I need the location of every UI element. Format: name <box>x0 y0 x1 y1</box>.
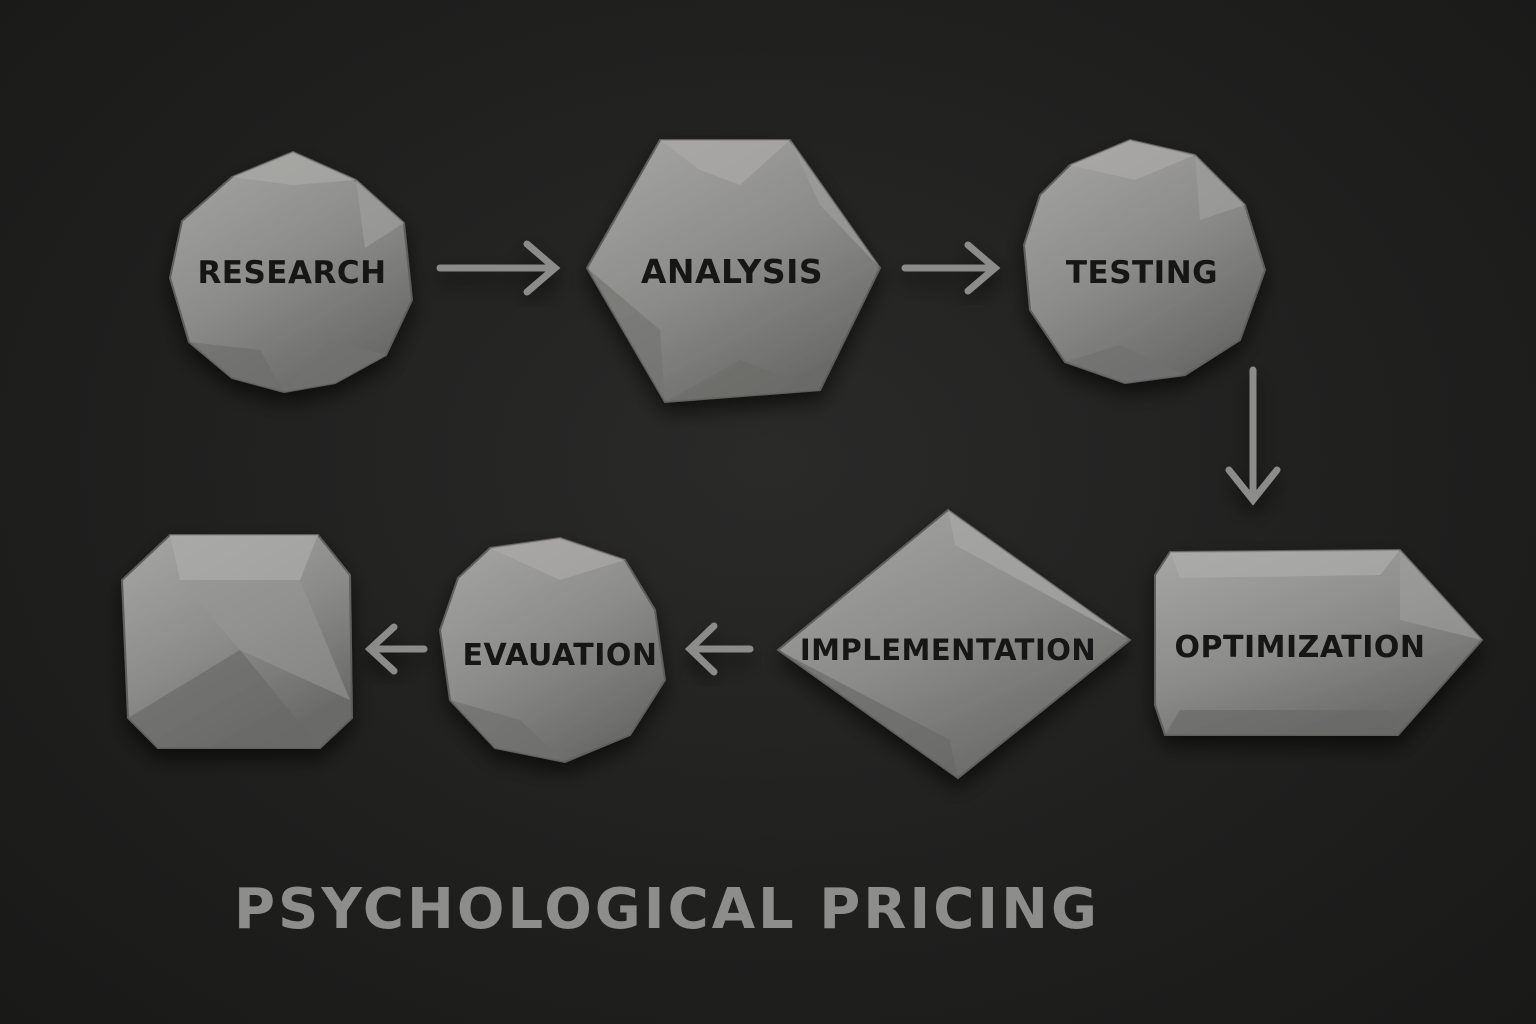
node-label-research: RESEARCH <box>197 255 386 291</box>
node-label-implementation: IMPLEMENTATION <box>800 633 1096 667</box>
node-label-evaluation: EVAUATION <box>462 638 657 673</box>
arrow-evaluation-to-final <box>364 623 428 675</box>
node-evaluation: EVAUATION <box>438 536 667 764</box>
node-optimization: OPTIMIZATION <box>1154 548 1484 736</box>
node-testing: TESTING <box>1022 138 1267 385</box>
node-implementation: IMPLEMENTATION <box>776 508 1132 780</box>
node-analysis: ANALYSIS <box>585 139 882 404</box>
node-research: RESEARCH <box>168 150 414 394</box>
arrow-research-to-analysis <box>436 240 561 296</box>
diagram-title: PSYCHOLOGICAL PRICING <box>234 877 1100 942</box>
node-label-analysis: ANALYSIS <box>641 252 823 291</box>
arrow-implementation-to-evaluation <box>684 622 754 676</box>
node-final <box>120 534 354 749</box>
arrow-analysis-to-testing <box>901 241 1001 295</box>
arrow-testing-to-optimization <box>1225 366 1281 506</box>
node-label-testing: TESTING <box>1066 255 1218 291</box>
node-label-optimization: OPTIMIZATION <box>1174 630 1425 665</box>
